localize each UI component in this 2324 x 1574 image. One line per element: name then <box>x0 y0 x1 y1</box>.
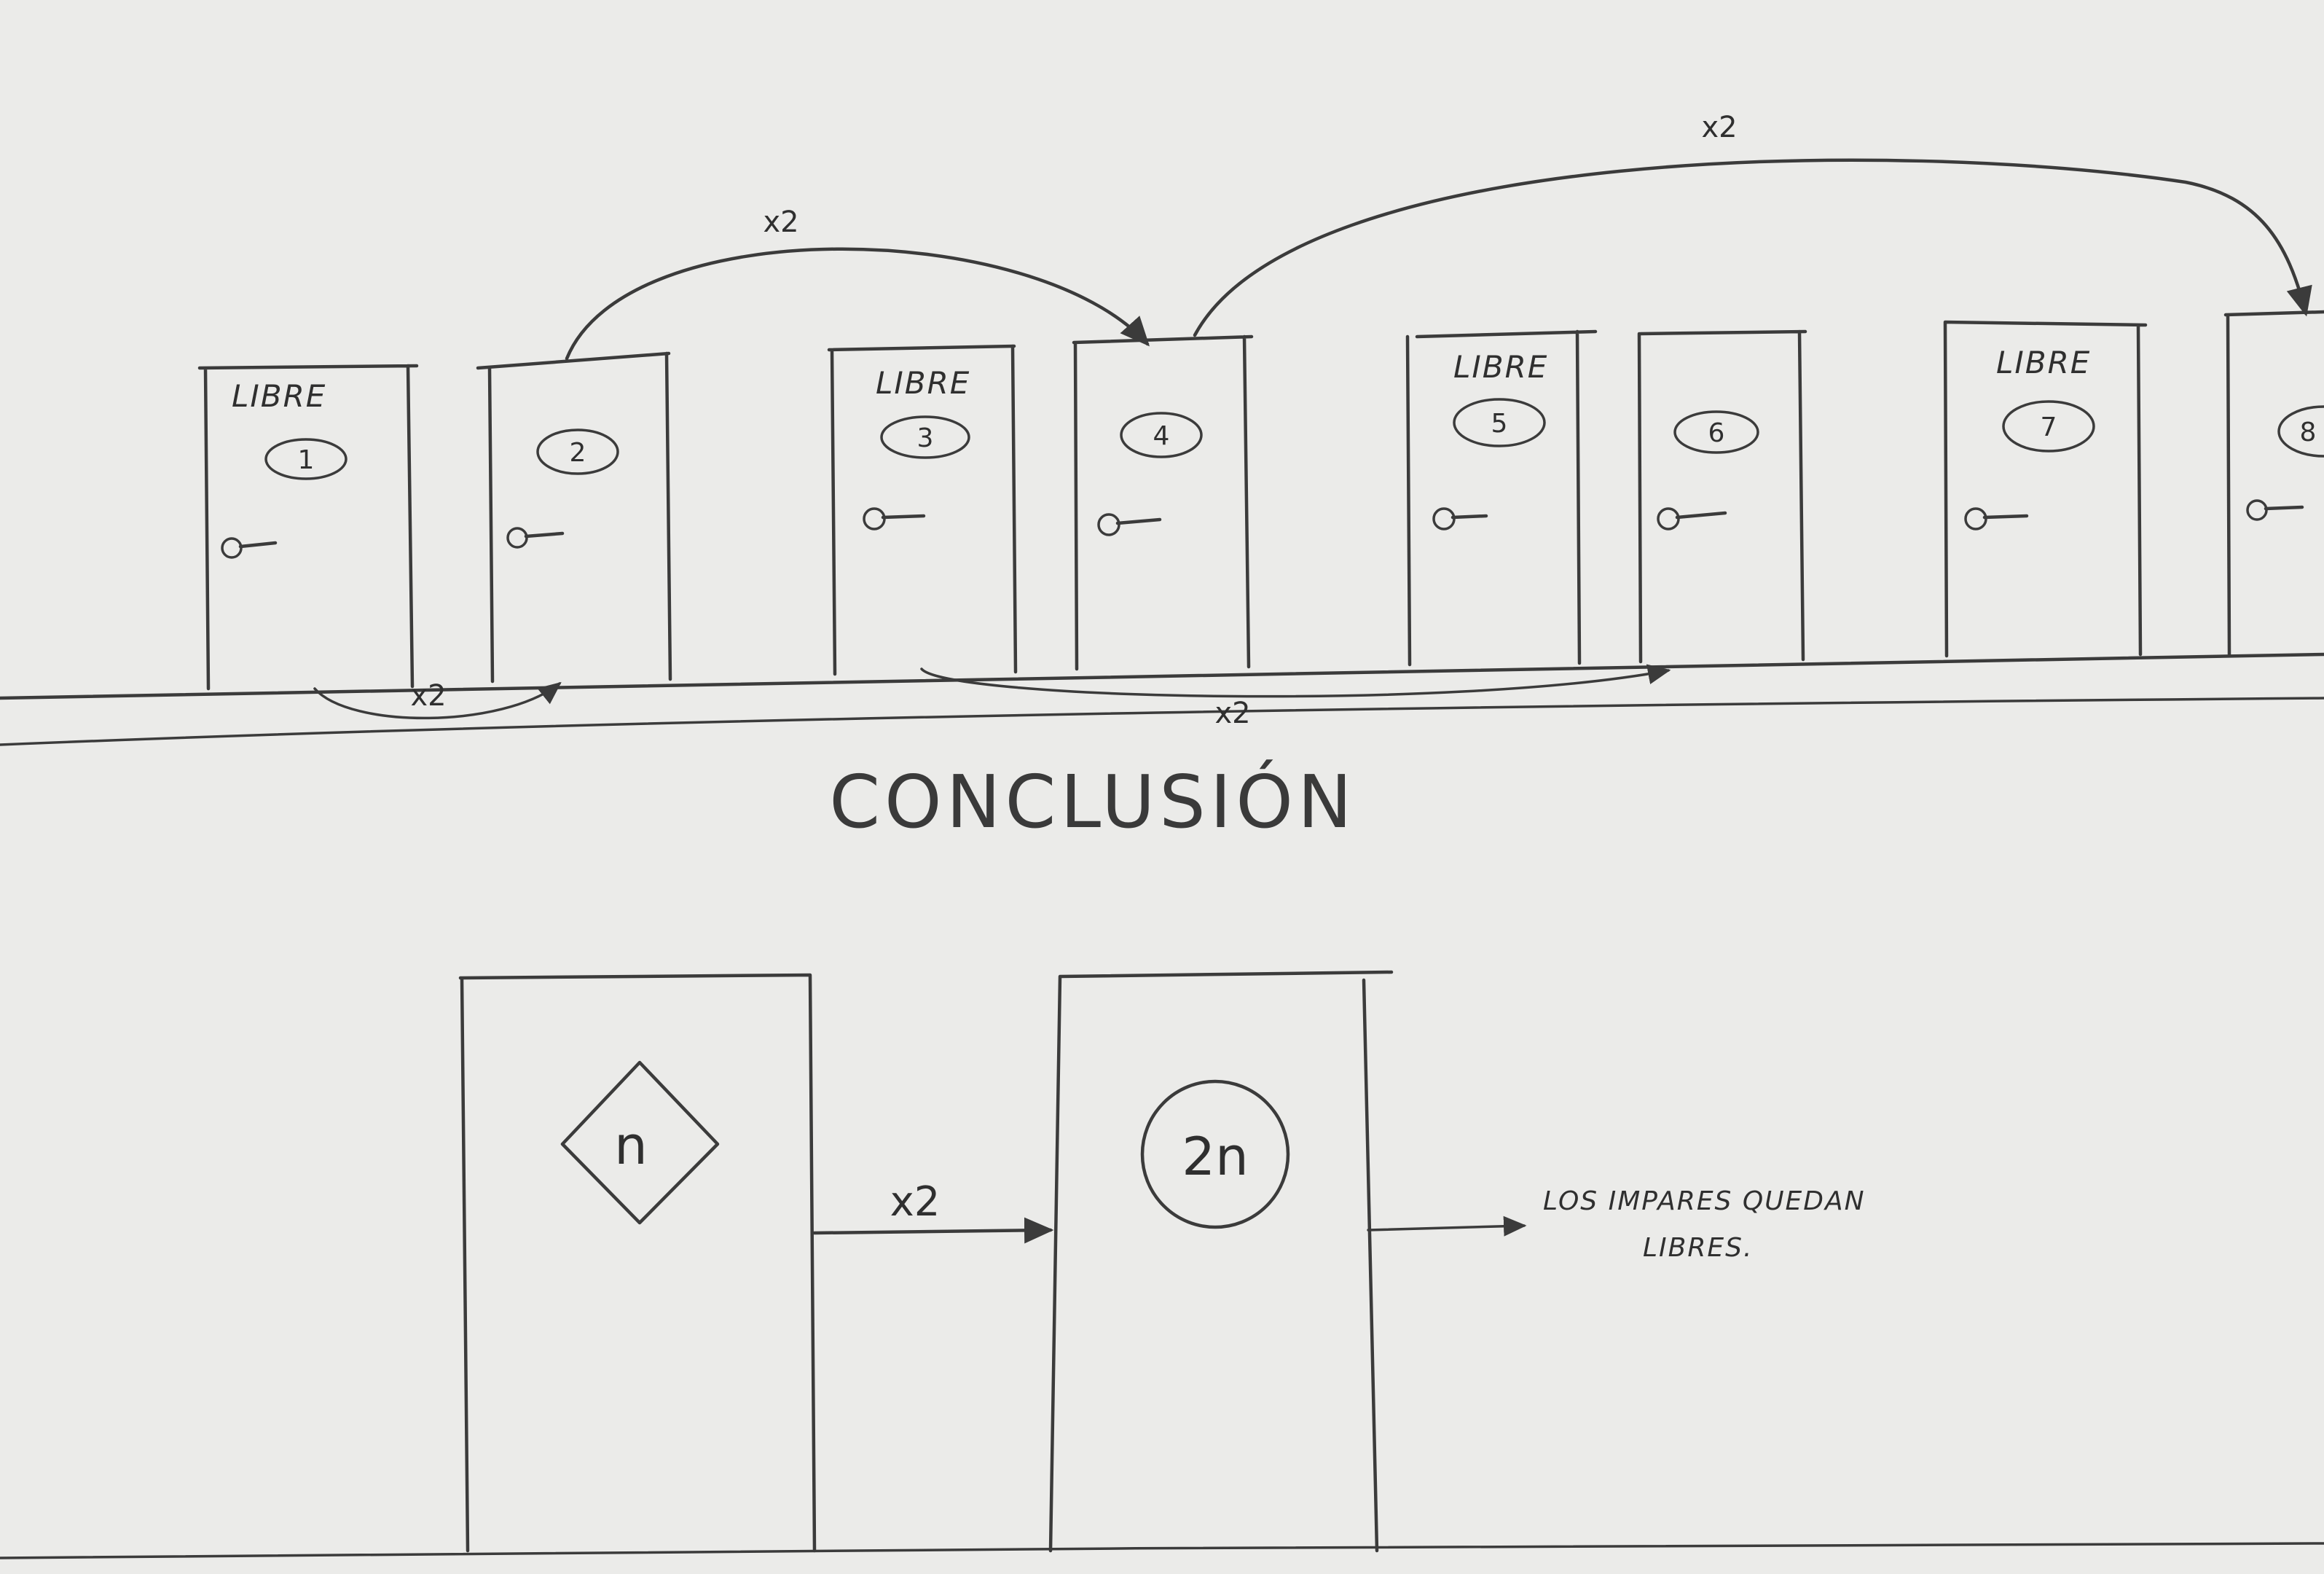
door-3-number: 3 <box>917 423 934 453</box>
door-2-number-circle <box>536 428 619 475</box>
arrow-2-to-4: x2 <box>565 205 1150 361</box>
door-3-libre-label: LIBRE <box>876 365 970 401</box>
door-1-libre-label: LIBRE <box>232 378 326 414</box>
door-4-number-circle <box>1120 412 1203 458</box>
arrow-1-to-2: x2 <box>313 679 562 720</box>
circle-shape <box>1140 1079 1290 1229</box>
door-6-handle-icon <box>1657 507 1727 530</box>
door-4-number: 4 <box>1153 421 1170 451</box>
door-7-handle-icon <box>1964 507 2029 530</box>
arrow-3-to-6: x2 <box>920 664 1671 730</box>
door-6-number: 6 <box>1708 418 1725 448</box>
door-7-number-circle <box>2002 400 2095 453</box>
diamond-shape <box>560 1060 720 1225</box>
door-4-handle-icon <box>1097 513 1162 536</box>
door-3-handle-icon <box>863 507 926 530</box>
arrow-1-to-2-label: x2 <box>410 679 446 713</box>
arrow-3-to-6-label: x2 <box>1214 697 1250 730</box>
door-5-handle-icon <box>1432 507 1488 530</box>
door-5-number: 5 <box>1491 409 1508 439</box>
door-2-number: 2 <box>570 438 586 468</box>
arrow-4-to-8: x2 <box>1193 111 2312 337</box>
door-7: LIBRE 7 <box>1943 320 2148 658</box>
floor-back-line <box>0 697 2324 746</box>
door-1: LIBRE 1 <box>197 364 419 691</box>
conclusion-door-n-label: n <box>614 1115 648 1176</box>
door-6-number-circle <box>1673 410 1759 454</box>
conclusion-note-line2: LIBRES. <box>1643 1233 1753 1263</box>
arrow-2-to-4-label: x2 <box>763 205 798 239</box>
door-5-libre-label: LIBRE <box>1453 349 1548 385</box>
arrow-4-to-8-label: x2 <box>1701 111 1737 144</box>
door-5: LIBRE 5 <box>1405 329 1598 667</box>
conclusion-door-2n-label: 2n <box>1182 1126 1248 1187</box>
door-8-handle-icon <box>2246 499 2304 521</box>
conclusion-note-line1: LOS IMPARES QUEDAN <box>1543 1186 1866 1216</box>
door-1-number: 1 <box>298 445 315 475</box>
door-3: LIBRE 3 <box>827 344 1018 676</box>
door-6: 6 <box>1637 329 1807 664</box>
door-7-number: 7 <box>2041 412 2057 442</box>
door-8-number-circle <box>2277 405 2324 458</box>
note-arrow <box>1367 1215 1527 1237</box>
door-8-number: 8 <box>2300 418 2317 447</box>
door-7-libre-label: LIBRE <box>1996 345 2091 380</box>
door-4: 4 <box>1072 334 1254 671</box>
door-2-handle-icon <box>506 527 565 549</box>
door-1-number-circle <box>264 438 348 480</box>
conclusion-door-2n: 2n <box>1048 970 1394 1553</box>
conclusion-arrow: x2 <box>812 1178 1054 1244</box>
conclusion-title: CONCLUSIÓN <box>829 759 1357 845</box>
door-5-number-circle <box>1453 398 1546 447</box>
door-2: 2 <box>476 351 672 684</box>
conclusion-door-n: n <box>458 973 817 1553</box>
conclusion-arrow-label: x2 <box>890 1178 941 1226</box>
door-3-number-circle <box>880 415 970 459</box>
door-1-handle-icon <box>221 537 278 559</box>
